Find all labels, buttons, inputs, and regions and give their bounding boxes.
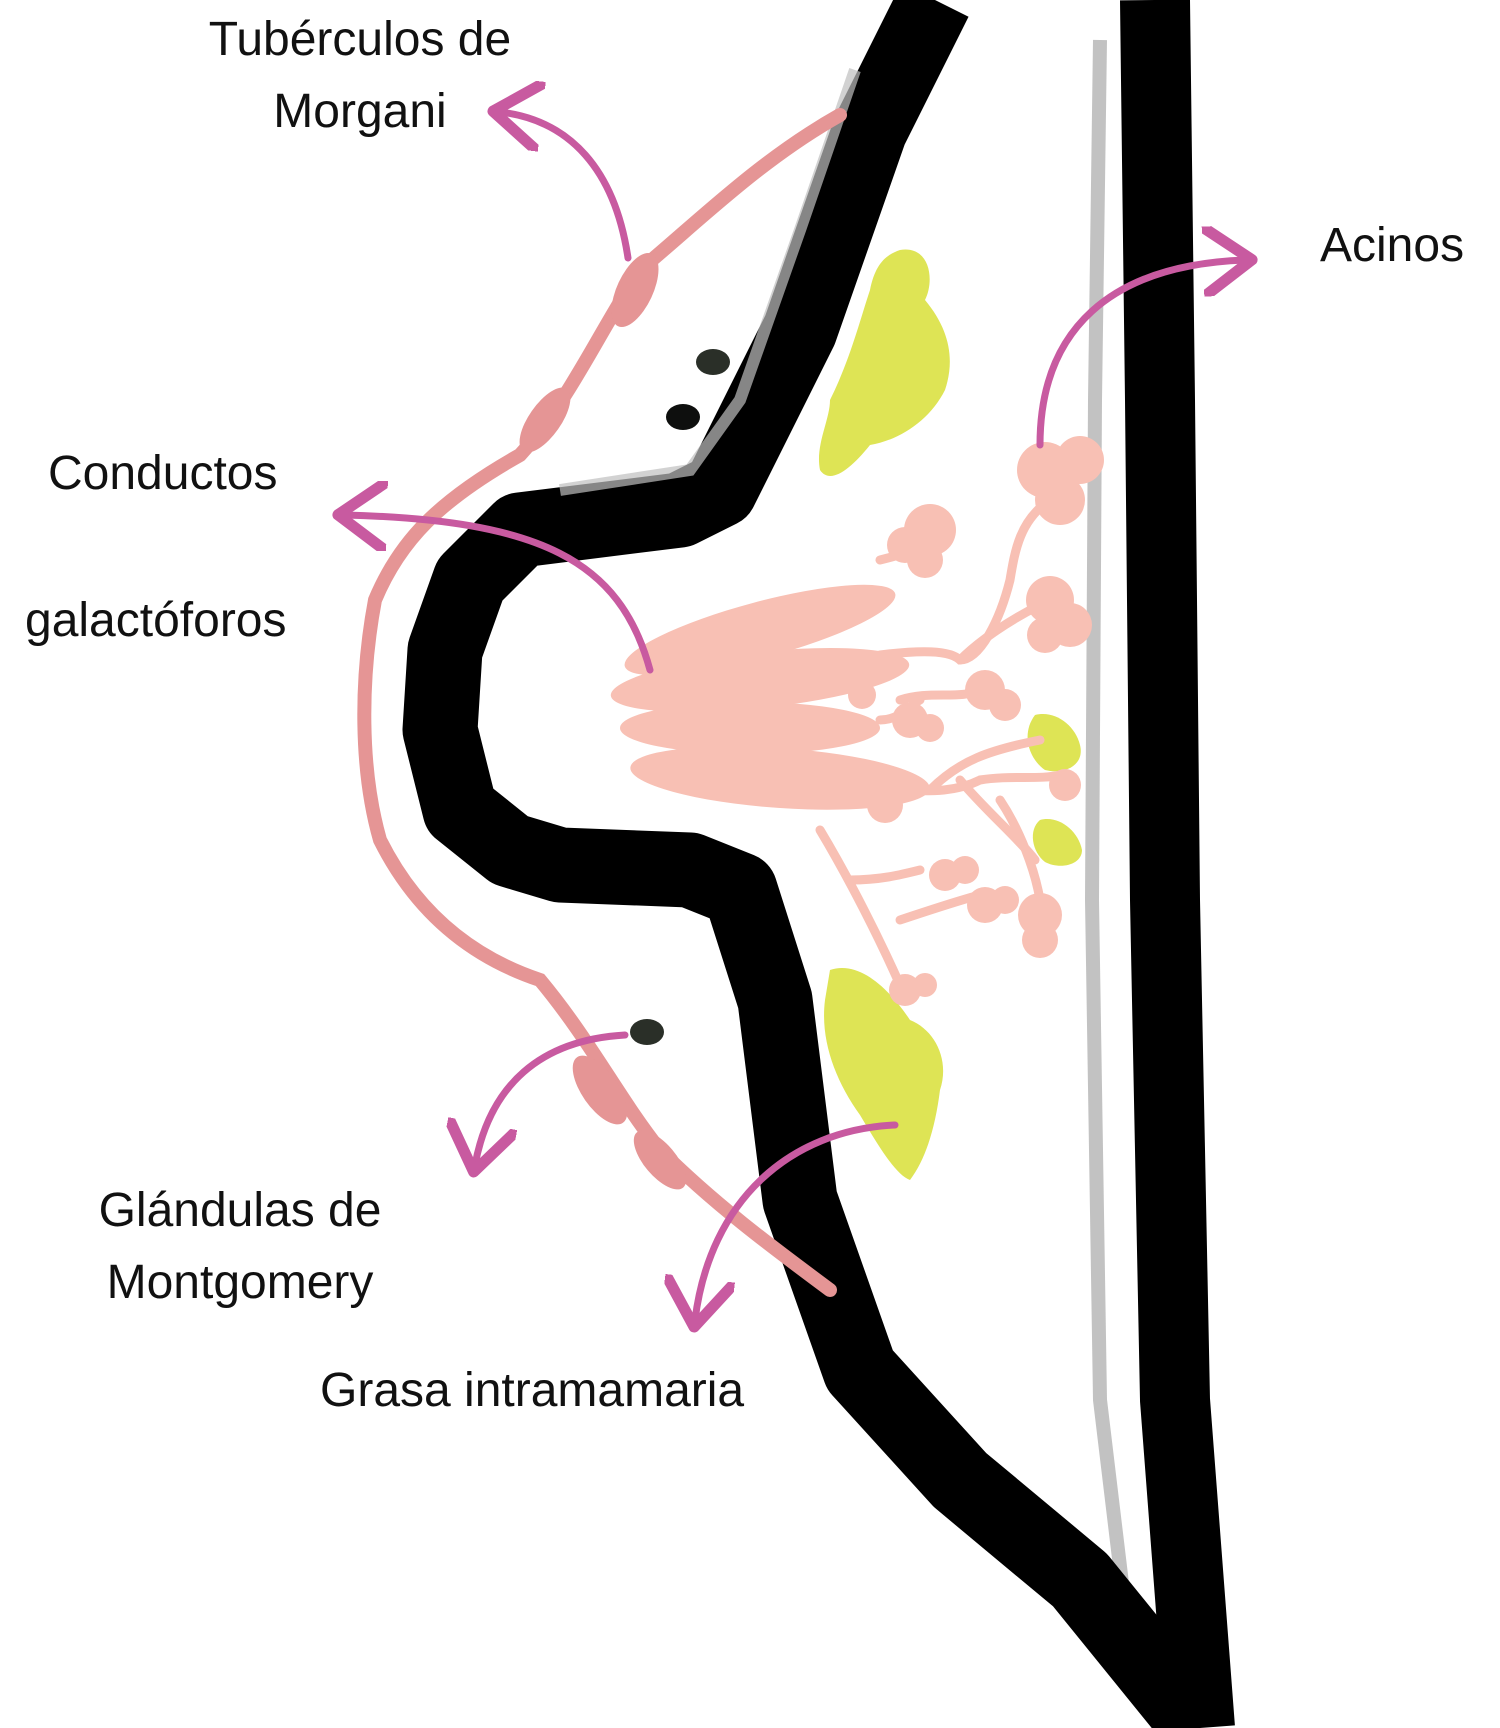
label-conductos: Conductos — [48, 438, 277, 510]
label-acinos: Acinos — [1320, 210, 1464, 282]
montgomery-gland — [630, 1019, 664, 1045]
label-galactoforos: galactóforos — [25, 585, 287, 657]
label-line: Tubérculos de — [150, 4, 570, 76]
fat-lobule-small — [1033, 819, 1082, 866]
label-grasa-intramamaria: Grasa intramamaria — [320, 1355, 744, 1427]
label-line: Morgani — [150, 76, 570, 148]
chest-wall-outline — [1155, 0, 1200, 1728]
label-tuberculos-de-morgani: Tubérculos de Morgani — [150, 4, 570, 148]
lactiferous-ducts — [608, 567, 932, 819]
montgomery-gland — [696, 349, 730, 375]
fat-lobule-lower — [824, 968, 943, 1180]
label-glandulas-de-montgomery: Glándulas de Montgomery — [60, 1175, 420, 1319]
label-line: Glándulas de — [60, 1175, 420, 1247]
montgomery-gland — [666, 404, 700, 430]
label-line: Montgomery — [60, 1247, 420, 1319]
morgani-tubercle — [625, 1122, 696, 1198]
